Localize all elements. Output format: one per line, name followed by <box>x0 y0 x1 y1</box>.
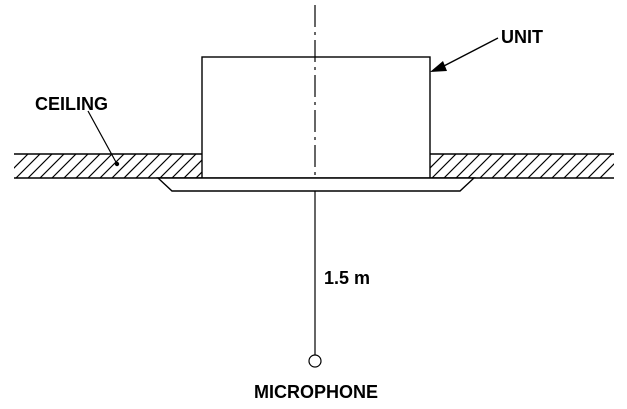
ceiling-label: CEILING <box>35 94 108 114</box>
microphone-circle <box>308 354 322 368</box>
ceiling-left-section <box>14 153 202 179</box>
unit-leader-arrow <box>430 37 499 72</box>
unit-panel <box>156 177 476 192</box>
microphone-label: MICROPHONE <box>254 382 378 402</box>
ceiling-right-hatching <box>430 154 614 178</box>
ceiling-right-section <box>430 153 614 179</box>
distance-label: 1.5 m <box>324 268 370 288</box>
unit-label: UNIT <box>501 27 543 47</box>
ceiling-leader <box>87 110 120 167</box>
unit-body <box>201 56 431 179</box>
ceiling-left-hatching <box>14 154 202 178</box>
